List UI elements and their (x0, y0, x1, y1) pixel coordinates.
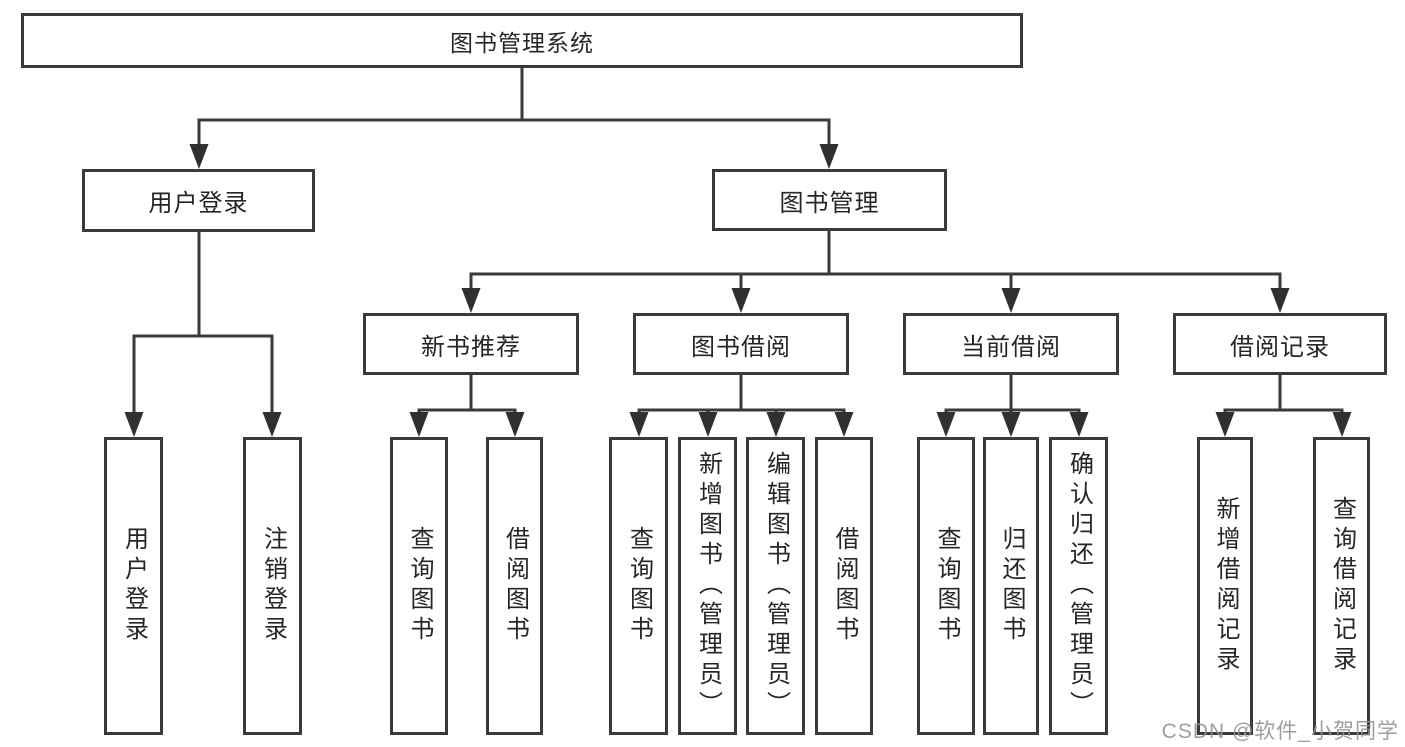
node-label: 查询图书 (625, 526, 653, 646)
node-label: 新增借阅记录 (1212, 496, 1239, 676)
leaf-add-borrow-record: 新增借阅记录 (1197, 437, 1253, 735)
node-label: 查询借阅记录 (1328, 496, 1356, 676)
leaf-return-books: 归还图书 (983, 437, 1039, 735)
leaf-user-login: 用户登录 (104, 437, 163, 735)
node-label: 图书借阅 (691, 333, 791, 361)
node-user-login: 用户登录 (82, 169, 315, 232)
node-label: 查询图书 (406, 526, 433, 646)
node-label: 归还图书 (998, 526, 1025, 646)
leaf-query-books-borrowing: 查询图书 (609, 437, 668, 735)
leaf-edit-books-admin: 编辑图书（管理员） (746, 437, 805, 735)
leaf-query-borrow-record: 查询借阅记录 (1313, 437, 1370, 735)
node-label: 确认归还（管理员） (1065, 451, 1093, 721)
node-label: 借阅图书 (501, 526, 529, 646)
node-current-borrowing: 当前借阅 (903, 313, 1119, 375)
leaf-add-books-admin: 新增图书（管理员） (678, 437, 737, 735)
leaf-confirm-return-admin: 确认归还（管理员） (1049, 437, 1108, 735)
node-label: 用户登录 (148, 190, 249, 217)
node-book-management-system: 图书管理系统 (21, 13, 1023, 68)
node-label: 图书管理 (779, 189, 880, 217)
node-label: 新书推荐 (421, 333, 521, 361)
node-label: 编辑图书（管理员） (762, 451, 790, 721)
node-label: 用户登录 (120, 526, 148, 646)
node-new-book-recommend: 新书推荐 (363, 313, 579, 375)
leaf-borrow-books: 借阅图书 (815, 437, 873, 735)
node-label: 注销登录 (259, 526, 287, 646)
leaf-query-books-current: 查询图书 (917, 437, 975, 735)
leaf-logout: 注销登录 (243, 437, 302, 735)
leaf-borrow-books-recommend: 借阅图书 (486, 437, 543, 735)
node-borrowing-records: 借阅记录 (1173, 313, 1387, 375)
node-label: 当前借阅 (961, 333, 1061, 361)
node-label: 新增图书（管理员） (694, 451, 722, 721)
node-label: 借阅记录 (1230, 333, 1330, 361)
node-label: 查询图书 (933, 526, 960, 646)
watermark: CSDN @软件_小贺同学 (1161, 720, 1399, 743)
node-book-management: 图书管理 (712, 169, 947, 231)
node-label: 借阅图书 (831, 526, 858, 646)
node-book-borrowing: 图书借阅 (633, 313, 849, 375)
node-label: 图书管理系统 (450, 29, 594, 56)
leaf-query-books-recommend: 查询图书 (390, 437, 448, 735)
